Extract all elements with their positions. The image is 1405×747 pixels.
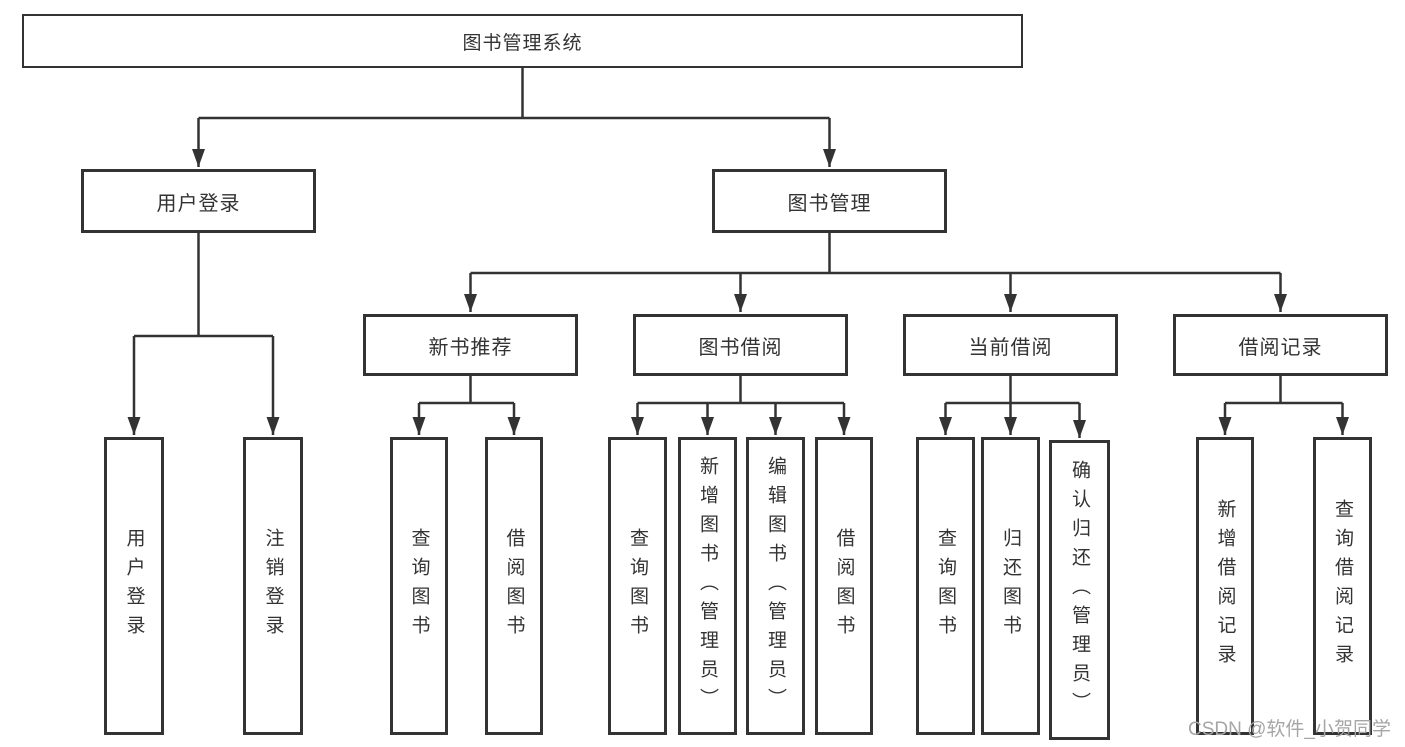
- leaf-logout: 注销登录: [243, 437, 303, 735]
- leaf-query-borrow-record: 查询借阅记录: [1313, 437, 1372, 735]
- root-node-label: 图书管理系统: [462, 32, 583, 54]
- leaf-user-login-label: 用户登录: [123, 528, 145, 644]
- leaf-current-query-books: 查询图书: [916, 437, 975, 735]
- leaf-add-borrow-record: 新增借阅记录: [1196, 437, 1254, 735]
- leaf-add-books-admin-label: 新增图书（管理员）: [697, 455, 718, 717]
- leaf-add-books-admin: 新增图书（管理员）: [678, 437, 737, 735]
- group-current-borrow: 当前借阅: [903, 314, 1118, 376]
- leaf-recommend-query-books-label: 查询图书: [408, 528, 430, 644]
- leaf-current-query-books-label: 查询图书: [935, 528, 956, 644]
- leaf-borrow-query-books: 查询图书: [608, 437, 667, 735]
- csdn-watermark: CSDN @软件_小贺同学: [1188, 719, 1391, 740]
- leaf-query-borrow-record-label: 查询借阅记录: [1332, 499, 1353, 673]
- leaf-add-borrow-record-label: 新增借阅记录: [1214, 499, 1236, 673]
- root-node-library-system: 图书管理系统: [22, 14, 1023, 68]
- leaf-confirm-return-admin-label: 确认归还（管理员）: [1069, 459, 1090, 721]
- group-book-borrow-label: 图书借阅: [698, 336, 783, 359]
- leaf-recommend-query-books: 查询图书: [390, 437, 448, 735]
- group-book-borrow: 图书借阅: [633, 314, 848, 376]
- leaf-borrow-books: 借阅图书: [815, 437, 873, 735]
- leaf-borrow-query-books-label: 查询图书: [627, 528, 648, 644]
- leaf-logout-label: 注销登录: [262, 528, 284, 644]
- leaf-return-books: 归还图书: [981, 437, 1040, 735]
- group-borrow-records-label: 借阅记录: [1238, 336, 1323, 359]
- leaf-edit-books-admin: 编辑图书（管理员）: [746, 437, 805, 735]
- group-new-book-recommend: 新书推荐: [363, 314, 578, 376]
- leaf-edit-books-admin-label: 编辑图书（管理员）: [765, 455, 786, 717]
- leaf-confirm-return-admin: 确认归还（管理员）: [1049, 440, 1110, 740]
- branch-user-login-label: 用户登录: [156, 192, 241, 215]
- leaf-borrow-books-label: 借阅图书: [833, 528, 855, 644]
- leaf-return-books-label: 归还图书: [1000, 528, 1021, 644]
- group-new-book-recommend-label: 新书推荐: [428, 336, 513, 359]
- group-borrow-records: 借阅记录: [1173, 314, 1388, 376]
- branch-book-management: 图书管理: [712, 169, 947, 233]
- branch-book-management-label: 图书管理: [787, 192, 872, 215]
- leaf-user-login: 用户登录: [104, 437, 164, 735]
- leaf-recommend-borrow-books-label: 借阅图书: [503, 528, 525, 644]
- branch-user-login: 用户登录: [81, 169, 316, 233]
- group-current-borrow-label: 当前借阅: [968, 336, 1053, 359]
- leaf-recommend-borrow-books: 借阅图书: [485, 437, 543, 735]
